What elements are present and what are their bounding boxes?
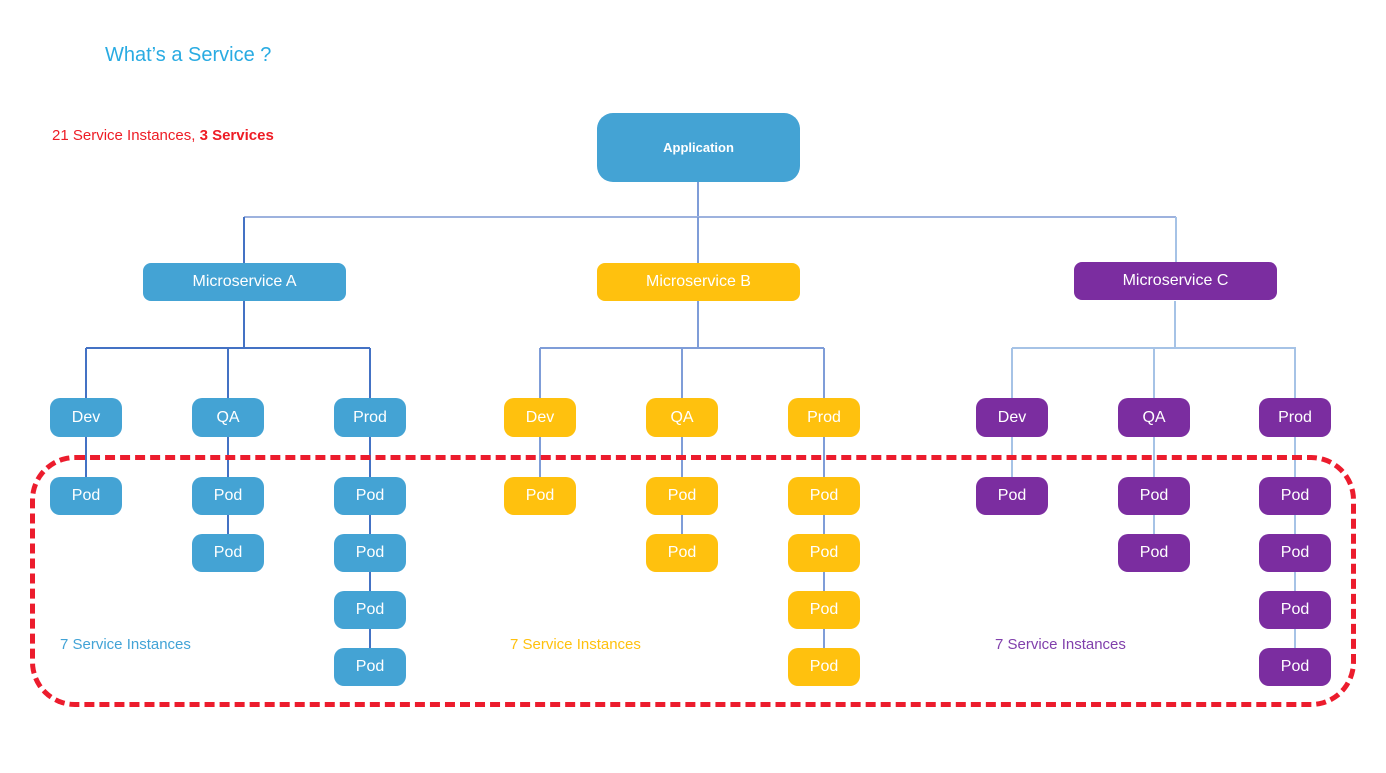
page-title: What’s a Service ? <box>105 44 272 66</box>
connector-line <box>823 348 825 398</box>
connector-line <box>243 217 245 263</box>
node-env-c-dev: Dev <box>976 398 1048 437</box>
connector-line <box>681 515 683 534</box>
node-pod-a-prod-4: Pod <box>334 648 406 686</box>
summary-caption-prefix: 21 Service Instances, <box>52 127 200 144</box>
instances-caption-b: 7 Service Instances <box>510 636 641 653</box>
node-env-b-dev: Dev <box>504 398 576 437</box>
node-pod-a-prod-3: Pod <box>334 591 406 629</box>
highlight-region <box>30 455 1356 707</box>
connector-line <box>1174 301 1176 348</box>
connector-line <box>227 515 229 534</box>
summary-caption: 21 Service Instances, 3 Services <box>52 127 274 144</box>
node-pod-c-dev-1: Pod <box>976 477 1048 515</box>
connector-line <box>1011 348 1013 398</box>
node-pod-b-dev-1: Pod <box>504 477 576 515</box>
node-pod-b-prod-3: Pod <box>788 591 860 629</box>
connector-line <box>697 217 699 263</box>
node-microservice-a: Microservice A <box>143 263 346 301</box>
node-pod-a-dev-1: Pod <box>50 477 122 515</box>
node-pod-a-prod-1: Pod <box>334 477 406 515</box>
node-pod-b-qa-1: Pod <box>646 477 718 515</box>
connector-line <box>243 301 245 348</box>
node-pod-b-qa-2: Pod <box>646 534 718 572</box>
node-env-b-prod: Prod <box>788 398 860 437</box>
connector-line <box>1175 217 1177 262</box>
node-pod-b-prod-1: Pod <box>788 477 860 515</box>
node-pod-b-prod-2: Pod <box>788 534 860 572</box>
connector-line <box>369 515 371 534</box>
node-pod-c-qa-1: Pod <box>1118 477 1190 515</box>
connector-line <box>1294 629 1296 648</box>
node-pod-a-prod-2: Pod <box>334 534 406 572</box>
connector-line <box>1153 515 1155 534</box>
connector-line <box>85 348 87 398</box>
node-env-c-qa: QA <box>1118 398 1190 437</box>
connector-line <box>1153 348 1155 398</box>
node-pod-a-qa-2: Pod <box>192 534 264 572</box>
node-env-a-prod: Prod <box>334 398 406 437</box>
node-pod-c-prod-4: Pod <box>1259 648 1331 686</box>
connector-line <box>539 348 541 398</box>
node-pod-c-prod-1: Pod <box>1259 477 1331 515</box>
node-application: Application <box>597 113 800 182</box>
connector-line <box>369 629 371 648</box>
connector-line <box>369 348 371 398</box>
instances-caption-a: 7 Service Instances <box>60 636 191 653</box>
node-microservice-b: Microservice B <box>597 263 800 301</box>
node-microservice-c: Microservice C <box>1074 262 1277 300</box>
summary-caption-bold: 3 Services <box>199 127 274 144</box>
node-pod-c-prod-2: Pod <box>1259 534 1331 572</box>
connector-line <box>823 629 825 648</box>
connector-line <box>244 216 1176 218</box>
instances-caption-c: 7 Service Instances <box>995 636 1126 653</box>
connector-line <box>1294 515 1296 534</box>
connector-line <box>823 572 825 591</box>
connector-line <box>227 348 229 398</box>
node-pod-a-qa-1: Pod <box>192 477 264 515</box>
node-env-a-dev: Dev <box>50 398 122 437</box>
node-pod-b-prod-4: Pod <box>788 648 860 686</box>
node-env-a-qa: QA <box>192 398 264 437</box>
node-pod-c-prod-3: Pod <box>1259 591 1331 629</box>
connector-line <box>681 348 683 398</box>
node-pod-c-qa-2: Pod <box>1118 534 1190 572</box>
connector-line <box>369 572 371 591</box>
connector-line <box>697 182 699 217</box>
connector-line <box>1294 348 1296 398</box>
node-env-c-prod: Prod <box>1259 398 1331 437</box>
connector-line <box>823 515 825 534</box>
connector-line <box>1294 572 1296 591</box>
connector-line <box>697 301 699 348</box>
node-env-b-qa: QA <box>646 398 718 437</box>
